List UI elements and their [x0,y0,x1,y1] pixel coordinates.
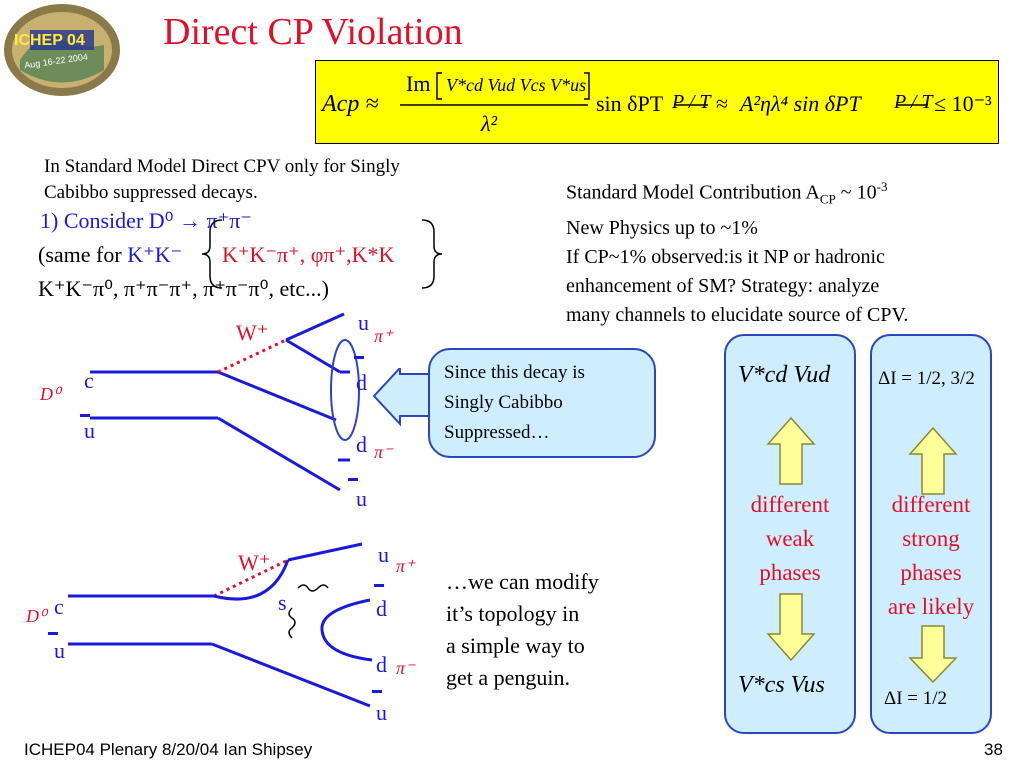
logo-text: ICHEP 04 [14,32,85,49]
tree-dbar-quark: d [356,370,367,395]
tree-ubar-quark: u [84,418,95,443]
sm-line-1-end: ~ 10 [835,181,877,204]
modify-line-1: …we can modify [446,569,599,594]
tree-ubar-bar [80,414,90,417]
bubble-line-1: Since this decay is [444,362,585,383]
sm-line-4: enhancement of SM? Strategy: analyze [566,274,880,297]
formula-p-over-t-2: P / T [894,91,933,113]
penguin-pi-plus: π⁺ [396,556,415,576]
tree-ubar-quark-bottom: u [356,486,367,511]
footer-credit: ICHEP04 Plenary 8/20/04 Ian Shipsey [24,740,313,759]
penguin-diagram-lines [68,542,373,708]
weak-text-2: weak [765,526,815,551]
penguin-ubar-quark-bottom: u [376,700,387,725]
formula-im: Im [406,71,431,96]
penguin-dbar-quark: d [376,596,387,621]
sm-line-1: Standard Model Contribution ACP ~ 10-3 [566,172,908,214]
bubble-pointer-arrow [372,368,433,427]
modify-line-4: get a penguin. [446,665,571,690]
sm-intro-note: In Standard Model Direct CPV only for Si… [44,154,400,206]
penguin-d-quark: d [376,652,387,677]
consider-line-2: (same for K⁺K⁻ [38,240,182,270]
penguin-c-quark: c [54,594,64,619]
modify-line-2: it’s topology in [446,601,580,626]
page-title: Direct CP Violation [163,11,463,53]
formula-p-over-t-1: P / T [672,91,711,113]
penguin-modify-text: …we can modify it’s topology in a simple… [446,566,599,694]
cp-asymmetry-formula: Acp ≈ Im V*cd Vud Vcs V*us λ² sin δPT P … [315,60,999,144]
weak-top-ckm: V*cd Vud [738,362,831,388]
tree-u-quark-top: u [358,310,369,335]
penguin-d0-label: D⁰ [26,606,47,626]
strong-top-isospin: ΔI = 1/2, 3/2 [878,368,975,389]
consider-kk: K⁺K⁻ [127,242,183,267]
formula-lambda-squared: λ² [481,111,498,136]
strong-text-1: different [891,492,971,517]
penguin-u-quark-top: u [378,542,389,567]
tree-pi-minus: π⁻ [374,442,393,462]
consider-line-2-prefix: (same for [38,242,128,267]
penguin-ubar-bar [48,632,58,635]
tree-d-quark: d [356,432,367,457]
weak-phase-panel: V*cd Vud different weak phases V*cs Vus [724,334,856,734]
sm-line-1-sup: -3 [876,179,888,194]
sm-intro-line-2: Cabibbo suppressed decays. [44,182,258,203]
formula-lhs: Acp ≈ [322,91,379,117]
strong-up-arrow [908,426,958,495]
weak-down-arrow [766,593,816,662]
tree-diagram-lines [90,312,360,492]
page-number: 38 [984,740,1003,759]
weak-up-arrow [766,416,816,485]
tree-pi-plus: π⁺ [374,326,393,346]
strong-down-arrow [908,625,958,684]
formula-a2-eta-lambda4: A²ηλ⁴ sin δPT [740,91,861,116]
weak-text-1: different [750,492,830,517]
formula-ckm-product: V*cd Vud Vcs V*us [446,75,587,95]
formula-approx: ≈ [716,91,729,116]
consider-other-modes: K⁺K⁻π⁺, φπ⁺,K*K [222,242,395,267]
sm-contribution-block: Standard Model Contribution ACP ~ 10-3 N… [566,172,908,330]
strong-phase-text: different strong phases are likely [872,488,990,624]
penguin-dbar-bar [374,584,384,587]
singly-cabibbo-bubble: Since this decay is Singly Cabibbo Suppr… [428,348,656,458]
sm-line-2: New Physics up to ~1% [566,216,758,239]
weak-bottom-ckm: V*cs Vus [738,672,825,698]
tree-ubar-bottom-bar [348,478,358,481]
modify-line-3: a simple way to [446,633,585,658]
penguin-pi-minus: π⁻ [396,658,415,678]
bubble-line-2: Singly Cabibbo [444,392,563,413]
sm-line-1-sub: CP [819,191,836,207]
weak-phase-text: different weak phases [726,488,854,590]
weak-text-3: phases [759,560,821,585]
strong-bottom-isospin: ΔI = 1/2 [884,688,948,709]
ichep-logo: ICHEP 04 Aug 16-22 2004 [0,0,124,100]
strong-text-3: phases [900,560,962,585]
bubble-line-3: Suppressed… [444,422,550,443]
sm-intro-line-1: In Standard Model Direct CPV only for Si… [44,156,400,177]
penguin-s-quark: s [278,590,287,615]
tree-dbar-bar [354,356,364,359]
strong-text-2: strong [902,526,960,551]
consider-braces [201,219,443,289]
tree-c-quark: c [84,368,94,393]
penguin-ubar-quark: u [54,638,65,663]
sm-line-3: If CP~1% observed:is it NP or hadronic [566,245,885,268]
consider-line-3: K⁺K⁻π⁰, π⁺π⁻π⁺, π⁺π⁻π⁰, etc...) [38,276,329,301]
formula-bound: ≤ 10⁻³ [934,91,992,116]
formula-sin-delta-1: sin δPT [596,91,664,116]
tree-d0-label: D⁰ [40,384,61,404]
penguin-w-plus: W⁺ [238,550,271,575]
sm-line-5: many channels to elucidate source of CPV… [566,303,909,326]
strong-text-4: are likely [887,594,975,619]
penguin-ubar-bottom-bar [372,690,382,693]
sm-line-1-text: Standard Model Contribution A [566,181,820,204]
strong-phase-panel: ΔI = 1/2, 3/2 different strong phases ar… [870,334,992,734]
tree-w-plus: W⁺ [236,320,269,345]
